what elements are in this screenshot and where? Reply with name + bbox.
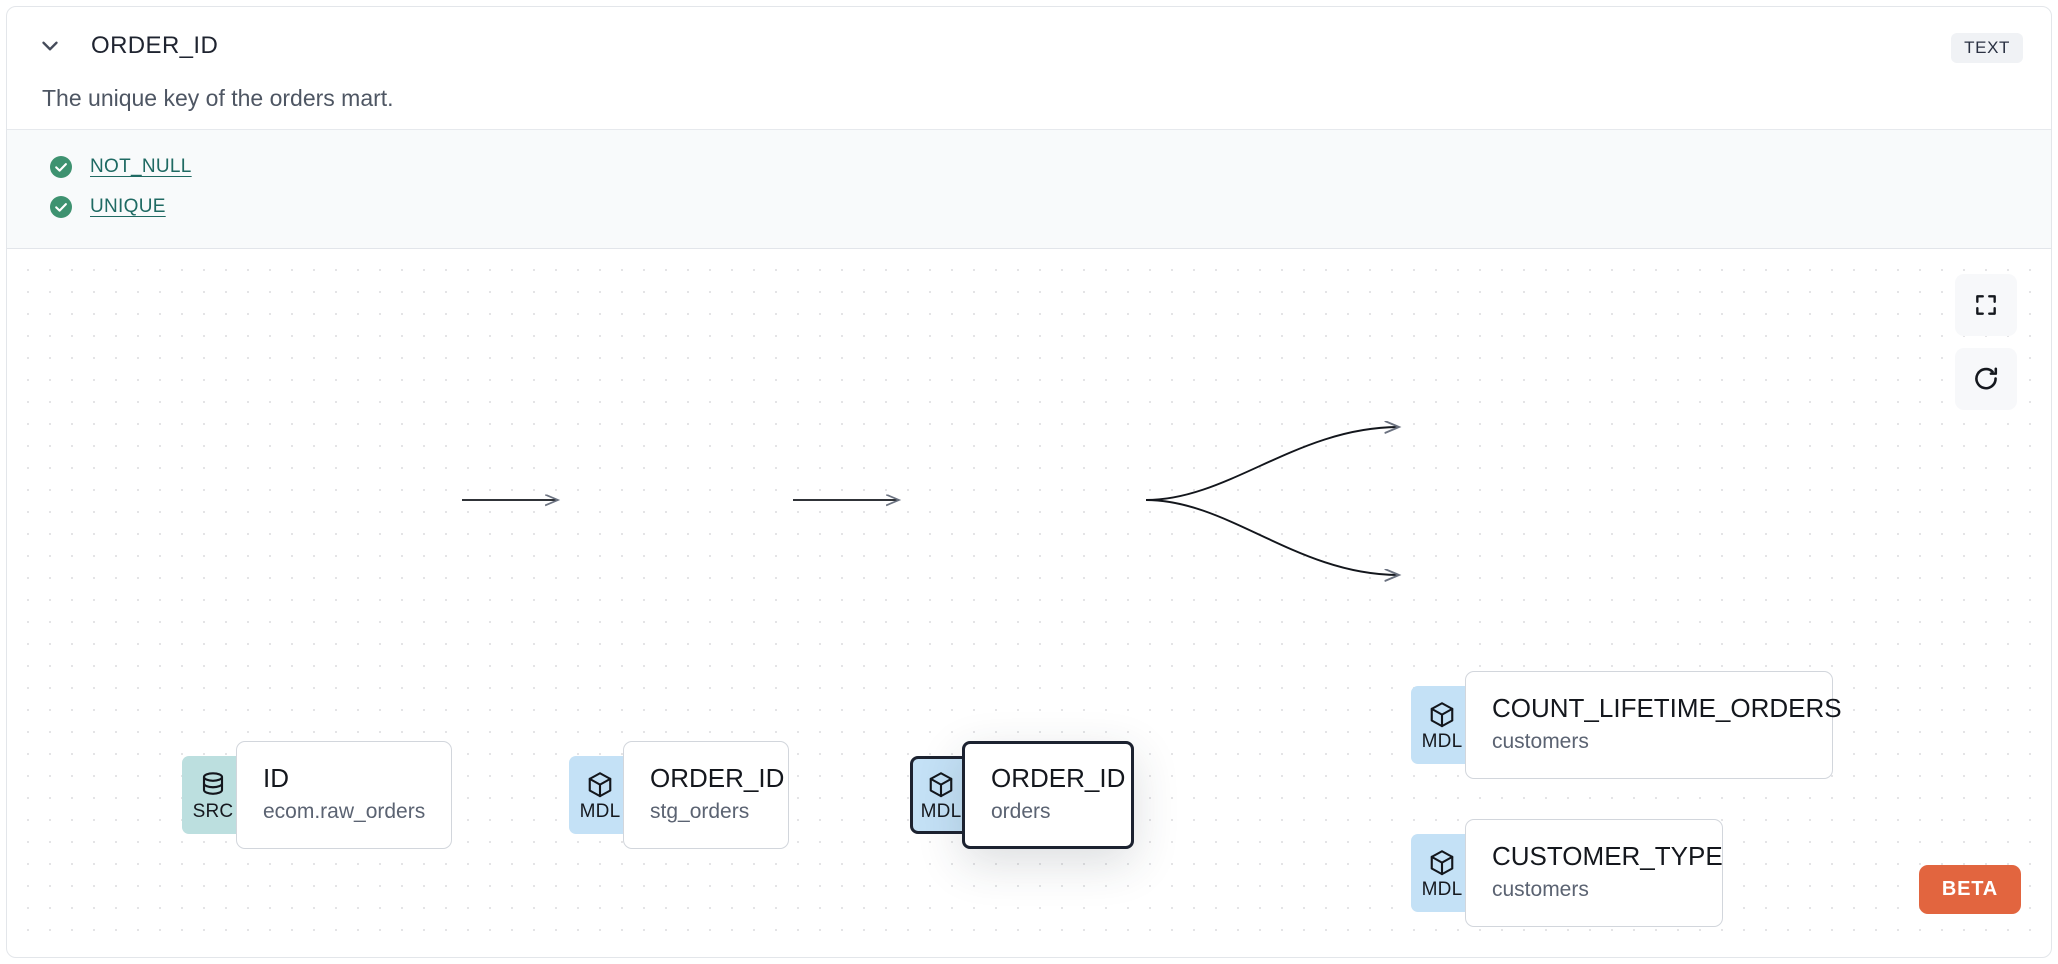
test-row: NOT_NULL (7, 147, 2051, 187)
column-detail-panel: ORDER_ID TEXT The unique key of the orde… (6, 6, 2052, 958)
node-card[interactable]: ID ecom.raw_orders (236, 741, 452, 849)
node-column-name: COUNT_LIFETIME_ORDERS (1492, 693, 1842, 724)
node-kind-badge-mdl: MDL (569, 756, 631, 834)
node-model-name: orders (991, 800, 1051, 824)
lineage-canvas[interactable]: SRC ID ecom.raw_orders MDL ORDER_ID stg_… (7, 249, 2051, 940)
node-column-name: ORDER_ID (650, 763, 785, 794)
column-type-badge: TEXT (1951, 33, 2023, 63)
node-card[interactable]: COUNT_LIFETIME_ORDERS customers (1465, 671, 1842, 779)
node-kind-label: MDL (1421, 879, 1463, 900)
node-model-name: ecom.raw_orders (263, 800, 426, 824)
lineage-node-count-lifetime-orders[interactable]: MDL COUNT_LIFETIME_ORDERS customers (1411, 671, 1842, 779)
node-kind-badge-mdl: MDL (1411, 686, 1473, 764)
node-model-name: customers (1492, 878, 1589, 902)
node-model-name: customers (1492, 730, 1589, 754)
panel-header: ORDER_ID TEXT The unique key of the orde… (7, 7, 2051, 129)
node-kind-badge-mdl: MDL (1411, 834, 1473, 912)
column-description: The unique key of the orders mart. (42, 85, 394, 111)
tests-section: NOT_NULL UNIQUE (7, 129, 2051, 249)
refresh-button[interactable] (1955, 348, 2017, 410)
cube-icon (929, 772, 953, 798)
node-kind-label: SRC (192, 801, 234, 822)
node-model-name: stg_orders (650, 800, 750, 824)
node-kind-badge-src: SRC (182, 756, 244, 834)
node-kind-label: MDL (920, 801, 962, 822)
node-kind-label: MDL (579, 801, 621, 822)
refresh-icon (1975, 367, 1998, 390)
test-row: UNIQUE (7, 187, 2051, 227)
beta-badge-button[interactable]: BETA (1918, 865, 2021, 914)
check-circle-icon (50, 156, 72, 178)
chevron-down-icon[interactable] (33, 29, 67, 63)
lineage-node-src-id[interactable]: SRC ID ecom.raw_orders (182, 741, 452, 849)
lineage-node-stg-orders[interactable]: MDL ORDER_ID stg_orders (569, 741, 789, 849)
fullscreen-button[interactable] (1955, 274, 2017, 336)
fullscreen-icon (1976, 295, 1996, 315)
test-link-unique[interactable]: UNIQUE (90, 196, 166, 217)
cube-icon (1430, 702, 1454, 728)
canvas-controls (1955, 274, 2017, 410)
database-icon (202, 772, 224, 795)
cube-icon (588, 772, 612, 798)
lineage-node-customer-type[interactable]: MDL CUSTOMER_TYPE customers (1411, 819, 1723, 927)
node-card[interactable]: CUSTOMER_TYPE customers (1465, 819, 1723, 927)
page-title: ORDER_ID (91, 32, 219, 59)
node-card[interactable]: ORDER_ID orders (962, 741, 1134, 849)
node-column-name: ID (263, 763, 289, 794)
cube-icon (1430, 850, 1454, 876)
test-link-not-null[interactable]: NOT_NULL (90, 156, 192, 177)
title-row: ORDER_ID (33, 29, 2025, 63)
check-circle-icon (50, 196, 72, 218)
node-column-name: CUSTOMER_TYPE (1492, 841, 1723, 872)
node-card[interactable]: ORDER_ID stg_orders (623, 741, 789, 849)
node-kind-badge-mdl: MDL (910, 756, 972, 834)
edge-orders-to-customer-type (1145, 499, 1399, 575)
edge-orders-to-count-lifetime-orders (1145, 427, 1399, 501)
lineage-node-orders-selected[interactable]: MDL ORDER_ID orders (910, 741, 1134, 849)
node-kind-label: MDL (1421, 731, 1463, 752)
node-column-name: ORDER_ID (991, 763, 1126, 794)
